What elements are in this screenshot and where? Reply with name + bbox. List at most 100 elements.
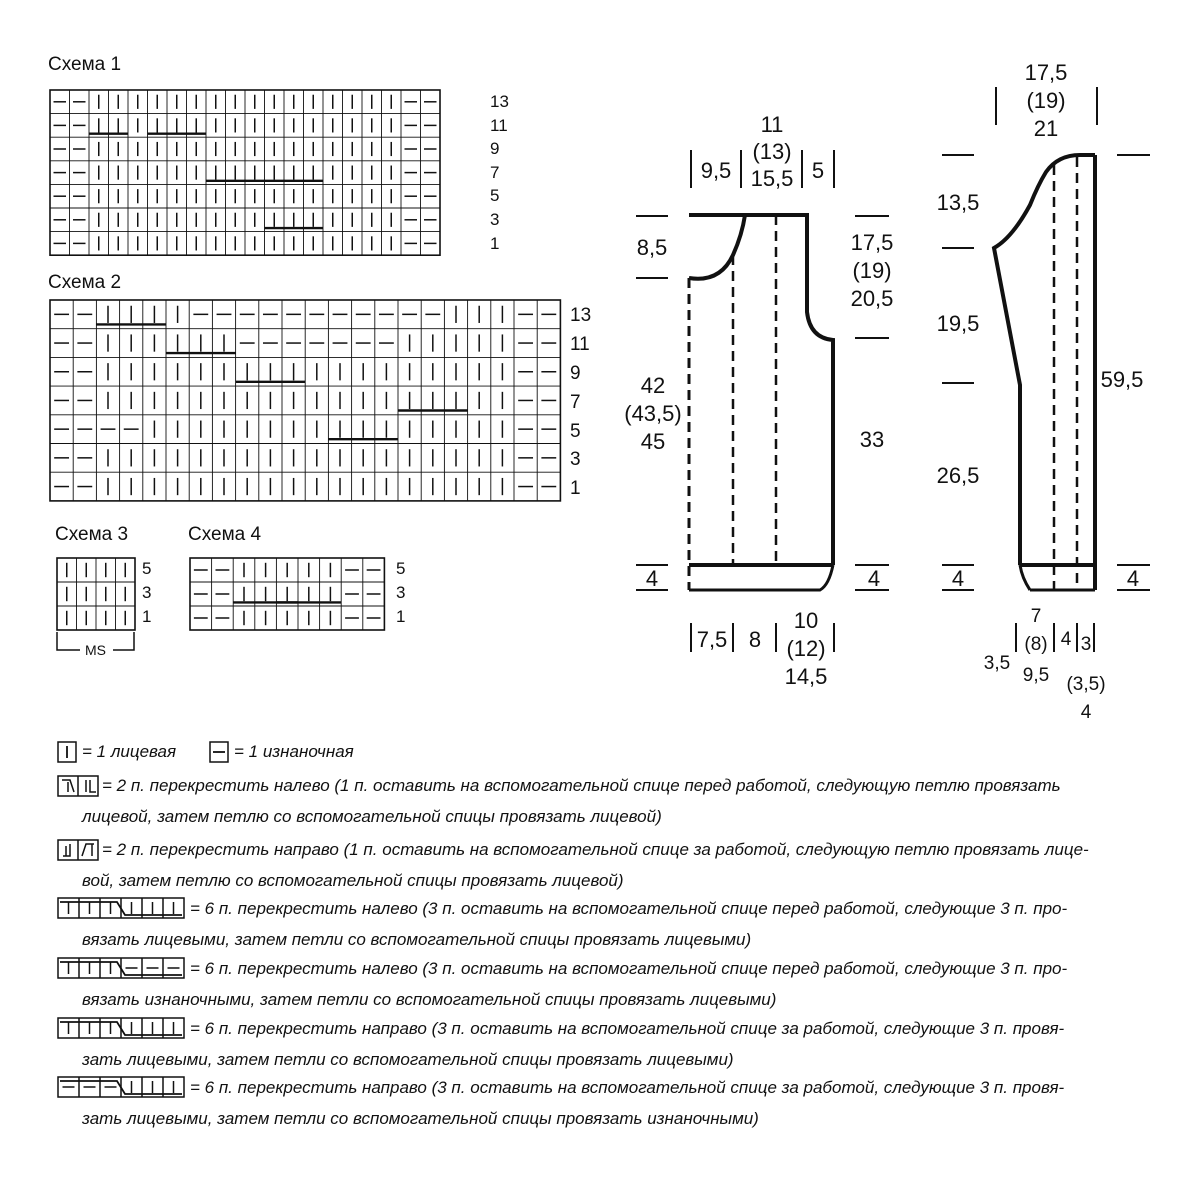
row-number: 3 bbox=[570, 449, 581, 470]
legend-line: = 6 п. перекрестить налево (3 п. оставит… bbox=[190, 959, 1067, 978]
row-number: 1 bbox=[396, 607, 405, 626]
cross-left-6-knit-icon bbox=[57, 897, 185, 919]
cross-left-6-purl-icon bbox=[57, 957, 185, 979]
dim-label: 7,5 bbox=[697, 627, 728, 652]
dim-label: (19) bbox=[1026, 88, 1065, 113]
row-number: 9 bbox=[490, 139, 499, 158]
row-number: 5 bbox=[396, 559, 405, 578]
dim-label: 4 bbox=[952, 566, 964, 591]
dim-label: 11 bbox=[761, 112, 784, 137]
row-number: 11 bbox=[490, 116, 508, 135]
dim-label: 10 bbox=[794, 608, 818, 633]
front-dimensions: 11 (13) 15,5 9,5 5 8,5 17,5 (19) 20,5 42… bbox=[624, 112, 893, 689]
dim-label: (13) bbox=[752, 139, 791, 164]
dim-label: 42 bbox=[641, 373, 665, 398]
row-number: 13 bbox=[570, 305, 591, 326]
cross-right-2-icon bbox=[57, 839, 99, 861]
cross-right-6-knit-icon bbox=[57, 1017, 185, 1039]
dim-label: 8,5 bbox=[637, 235, 668, 260]
dim-label: 19,5 bbox=[937, 311, 980, 336]
chart-frame bbox=[189, 557, 386, 631]
dim-label: 59,5 bbox=[1101, 367, 1144, 392]
legend: = 1 лицевая = 1 изнаночная = 2 п. перекр… bbox=[57, 741, 1089, 1128]
cross-left-2-icon bbox=[57, 775, 99, 797]
legend-line: = 6 п. перекрестить направо (3 п. остави… bbox=[190, 1019, 1065, 1038]
repeat-label: MS bbox=[85, 642, 106, 658]
dim-label: 14,5 bbox=[785, 664, 828, 689]
row-number: 11 bbox=[570, 334, 590, 355]
row-number: 7 bbox=[490, 163, 499, 182]
dim-label: 4 bbox=[646, 566, 658, 591]
sleeve-dimensions: 17,5 (19) 21 13,5 19,5 26,5 59,5 4 4 3,5… bbox=[937, 60, 1144, 723]
legend-purl-text: = 1 изнаночная bbox=[234, 742, 354, 761]
chart-1-row-numbers: 13 11 9 7 5 3 1 bbox=[490, 92, 509, 253]
row-number: 7 bbox=[570, 392, 581, 413]
legend-line: = 6 п. перекрестить налево (3 п. оставит… bbox=[190, 899, 1067, 918]
chart-4-title: Схема 4 bbox=[188, 524, 261, 545]
dim-label: (43,5) bbox=[624, 401, 681, 426]
legend-line: вой, затем петлю со вспомогательной спиц… bbox=[82, 871, 624, 890]
dim-label: 17,5 bbox=[851, 230, 894, 255]
dim-label: 4 bbox=[1127, 566, 1139, 591]
dim-label: 4 bbox=[1061, 629, 1072, 650]
dim-label: 17,5 bbox=[1025, 60, 1068, 85]
sleeve-schematic bbox=[942, 87, 1150, 652]
dim-label: 9,5 bbox=[1023, 665, 1049, 686]
row-number: 5 bbox=[570, 421, 581, 442]
legend-line: = 6 п. перекрестить направо (3 п. остави… bbox=[190, 1078, 1065, 1097]
row-number: 13 bbox=[490, 92, 509, 111]
chart-3-grid bbox=[56, 557, 136, 631]
row-number: 1 bbox=[490, 234, 499, 253]
row-number: 5 bbox=[490, 186, 499, 205]
dim-label: 8 bbox=[749, 627, 761, 652]
dim-label: 3,5 bbox=[984, 653, 1010, 674]
dim-label: (3,5) bbox=[1066, 674, 1105, 695]
dim-label: 4 bbox=[868, 566, 880, 591]
row-number: 3 bbox=[142, 583, 151, 602]
chart-3-row-numbers: 5 3 1 bbox=[142, 559, 151, 626]
dim-label: 20,5 bbox=[851, 286, 894, 311]
dim-label: 26,5 bbox=[937, 463, 980, 488]
row-number: 1 bbox=[570, 478, 581, 499]
dim-label: 13,5 bbox=[937, 190, 980, 215]
cross-right-6-purl-icon bbox=[57, 1076, 185, 1098]
dim-label: 33 bbox=[860, 427, 884, 452]
chart-2-row-numbers: 13 11 9 7 5 3 1 bbox=[570, 305, 591, 499]
legend-line: вязать изнаночными, затем петли со вспом… bbox=[82, 990, 776, 1009]
row-number: 9 bbox=[570, 363, 581, 384]
chart-3-repeat-bracket: MS bbox=[56, 632, 135, 658]
legend-line: = 2 п. перекрестить направо (1 п. остави… bbox=[102, 840, 1089, 859]
legend-line: зать лицевыми, затем петли со вспомогате… bbox=[81, 1109, 759, 1128]
row-number: 3 bbox=[396, 583, 405, 602]
dim-label: (12) bbox=[786, 636, 825, 661]
dim-label: 7 bbox=[1031, 606, 1042, 627]
chart-4-row-numbers: 5 3 1 bbox=[396, 559, 405, 626]
front-schematic bbox=[636, 150, 889, 652]
row-number: 1 bbox=[142, 607, 151, 626]
chart-4-grid bbox=[189, 557, 386, 631]
legend-line: вязать лицевыми, затем петли со вспомога… bbox=[82, 930, 751, 949]
chart-1-grid bbox=[49, 89, 441, 256]
dim-label: 5 bbox=[812, 158, 824, 183]
chart-3-title: Схема 3 bbox=[55, 524, 128, 545]
dim-label: (8) bbox=[1024, 634, 1047, 655]
chart-1-title: Схема 1 bbox=[48, 54, 121, 75]
purl-symbol-icon bbox=[209, 741, 229, 763]
legend-line: = 2 п. перекрестить налево (1 п. оставит… bbox=[102, 776, 1061, 795]
dim-label: (19) bbox=[852, 258, 891, 283]
dim-label: 15,5 bbox=[751, 166, 794, 191]
dim-label: 45 bbox=[641, 429, 665, 454]
dim-label: 4 bbox=[1081, 702, 1092, 723]
legend-line: зать лицевыми, затем петли со вспомогате… bbox=[81, 1050, 734, 1069]
knit-symbol-icon bbox=[57, 741, 77, 763]
dim-label: 3 bbox=[1081, 634, 1092, 655]
row-number: 5 bbox=[142, 559, 151, 578]
chart-2-title: Схема 2 bbox=[48, 272, 121, 293]
chart-2-grid bbox=[49, 299, 562, 502]
dim-label: 9,5 bbox=[701, 158, 732, 183]
legend-line: лицевой, затем петлю со вспомогательной … bbox=[81, 807, 662, 826]
legend-knit-text: = 1 лицевая bbox=[82, 742, 176, 761]
dim-label: 21 bbox=[1034, 116, 1058, 141]
row-number: 3 bbox=[490, 210, 499, 229]
